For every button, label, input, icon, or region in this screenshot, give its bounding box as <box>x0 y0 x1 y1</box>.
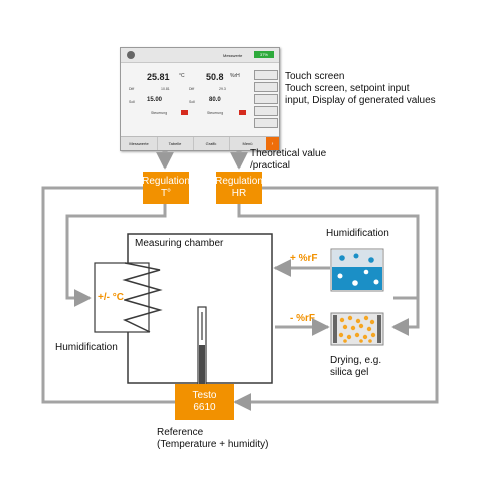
testo-line1: Testo <box>192 390 217 401</box>
diff-label-h: Diff <box>189 87 195 91</box>
soll-label-h: Soll <box>189 100 195 104</box>
touch-screen-desc-2: input, Display of generated values <box>285 95 436 106</box>
screen-menu-label: Messwerte <box>223 53 243 58</box>
connector-lines <box>41 138 439 411</box>
sensor-probe <box>197 306 207 388</box>
side-button-5[interactable] <box>254 118 278 128</box>
reference-line-2: (Temperature + humidity) <box>157 439 269 450</box>
regulation-hr-line2: HR <box>231 188 247 199</box>
regulation-temperature-box: Regulation T° <box>142 172 190 204</box>
drying-line-2: silica gel <box>330 367 369 378</box>
screen-tab-bar: Messwerte Tabelle Grafik Menü › <box>121 136 279 150</box>
drying-line-1: Drying, e.g. <box>330 355 382 366</box>
temp-setpoint[interactable]: 15.00 <box>147 97 163 103</box>
logo-icon <box>127 51 135 59</box>
regulation-hr-line1: Regulation <box>215 176 263 187</box>
tab-grafik[interactable]: Grafik <box>193 137 230 150</box>
temp-diff: 10.81 <box>161 87 170 91</box>
heater-label: +/- °C <box>98 292 124 304</box>
plus-rf-label: + %rF <box>290 253 318 264</box>
humidification-left-label: Humidification <box>55 342 118 353</box>
minus-rf-label: - %rF <box>290 313 315 324</box>
theoretical-line-1: Theoretical value <box>250 148 327 159</box>
side-button-1[interactable] <box>254 70 278 80</box>
drying-chamber <box>330 312 384 346</box>
diff-label-t: Diff <box>129 87 135 91</box>
touch-screen-title: Touch screen <box>285 71 345 82</box>
tab-messwerte[interactable]: Messwerte <box>121 137 158 150</box>
side-button-4[interactable] <box>254 106 278 116</box>
hum-setpoint[interactable]: 80.0 <box>209 97 221 103</box>
control-label-t: Steuerung <box>151 111 168 115</box>
reference-line-1: Reference <box>157 427 204 438</box>
theoretical-line-2: /practical <box>250 160 291 171</box>
tab-tabelle[interactable]: Tabelle <box>157 137 194 150</box>
measuring-chamber-label: Measuring chamber <box>135 238 224 249</box>
soll-label-t: Soll <box>129 100 135 104</box>
hum-diff: 29.3 <box>219 87 226 91</box>
touch-screen[interactable]: Messwerte 37% 25.81 °C 50.8 %rH Diff 10.… <box>120 47 280 151</box>
control-label-h: Steuerung <box>207 111 224 115</box>
side-button-3[interactable] <box>254 94 278 104</box>
regulation-humidity-box: Regulation HR <box>215 172 263 204</box>
status-badge: 37% <box>254 51 274 58</box>
hum-value: 50.8 <box>206 72 224 82</box>
temp-unit: °C <box>179 73 185 79</box>
regulation-t-line2: T° <box>160 188 172 199</box>
testo-line2: 6610 <box>193 402 216 413</box>
side-button-2[interactable] <box>254 82 278 92</box>
next-arrow-icon[interactable]: › <box>266 137 279 150</box>
humidification-top-label: Humidification <box>326 228 389 239</box>
testo-6610-box: Testo 6610 <box>175 384 234 420</box>
hum-unit: %rH <box>230 73 240 79</box>
touch-screen-desc-1: Touch screen, setpoint input <box>285 83 410 94</box>
temp-value: 25.81 <box>147 72 170 82</box>
screen-header: Messwerte 37% <box>121 48 279 63</box>
control-toggle-t[interactable] <box>181 110 188 115</box>
control-toggle-h[interactable] <box>239 110 246 115</box>
humidifier-tank <box>330 248 384 292</box>
regulation-t-line1: Regulation <box>142 176 190 187</box>
